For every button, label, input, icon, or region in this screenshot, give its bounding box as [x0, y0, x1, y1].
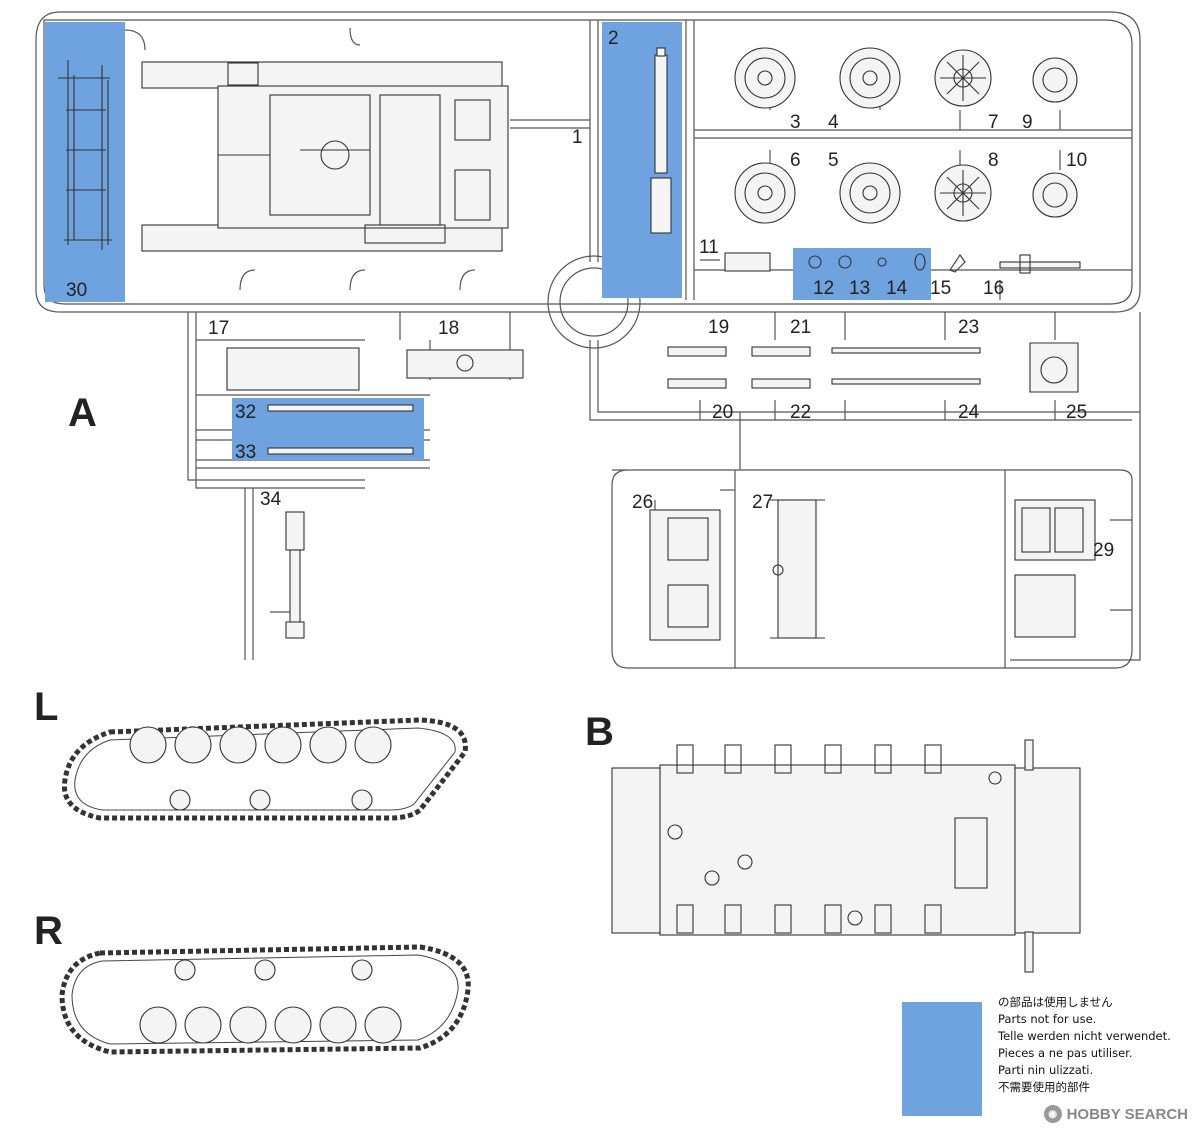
sprue-letter-a: A: [68, 391, 97, 435]
sprue-letter-r: R: [34, 909, 63, 953]
legend-line-de: Telle werden nicht verwendet.: [998, 1029, 1171, 1043]
sprue-letter-l: L: [34, 685, 58, 729]
part-label: 34: [260, 489, 282, 510]
unused-region-12-14: [793, 248, 931, 300]
part-label: 27: [752, 492, 773, 513]
track-right: [59, 944, 471, 1055]
legend-line-ja: の部品は使用しません: [998, 995, 1113, 1009]
part-label: 30: [66, 280, 87, 301]
part-label: 11: [699, 237, 719, 258]
legend-line-fr: Pieces a ne pas utiliser.: [998, 1046, 1133, 1060]
wheels-row-bottom: [734, 162, 1078, 224]
legend-text: の部品は使用しません Parts not for use. Telle werd…: [998, 994, 1190, 1096]
part-label: 16: [983, 278, 1004, 299]
part-label: 22: [790, 402, 811, 423]
part-label: 18: [438, 318, 459, 339]
sprue-letters: A L R B: [34, 391, 614, 953]
sprue-letter-b: B: [585, 710, 614, 754]
part-label: 29: [1093, 540, 1114, 561]
part-29: [1014, 499, 1096, 638]
unused-region-2: [602, 22, 682, 298]
part-25: [1029, 342, 1079, 393]
legend: の部品は使用しません Parts not for use. Telle werd…: [902, 994, 1192, 1124]
watermark: ◉ HOBBY SEARCH: [1043, 1102, 1188, 1126]
part-label: 20: [712, 402, 733, 423]
part-32: [267, 404, 414, 412]
lower-hull-b: [611, 739, 1081, 973]
legend-line-it: Parti nin ulizzati.: [998, 1063, 1094, 1077]
part-number-labels: 1 2 3 4 7 9 6 5 8 10 11 12 13 14 15 16 3…: [66, 28, 1114, 561]
part-label: 7: [988, 112, 999, 133]
part-label: 23: [958, 317, 979, 338]
robot-icon: ◉: [1043, 1105, 1062, 1123]
part-label: 13: [849, 278, 870, 299]
part-label: 5: [828, 150, 839, 171]
part-label: 19: [708, 317, 729, 338]
part-18: [406, 349, 524, 379]
legend-line-zh: 不需要使用的部件: [998, 1080, 1090, 1094]
part-label: 4: [828, 112, 839, 133]
part-label: 12: [813, 278, 834, 299]
part-label: 24: [958, 402, 980, 423]
part-label: 32: [235, 402, 256, 423]
part-27: [770, 499, 825, 639]
part-label: 1: [572, 127, 583, 148]
part-33: [267, 447, 414, 455]
part-label: 15: [930, 278, 951, 299]
part-label: 6: [790, 150, 801, 171]
legend-swatch: [902, 1002, 982, 1116]
part-17: [226, 347, 360, 391]
part-2-barrel: [650, 47, 672, 234]
part-label: 3: [790, 112, 801, 133]
part-label: 25: [1066, 402, 1087, 423]
part-label: 9: [1022, 112, 1033, 133]
legend-line-en: Parts not for use.: [998, 1012, 1097, 1026]
part-label: 8: [988, 150, 999, 171]
part-label: 17: [208, 318, 229, 339]
unused-region-30: [45, 22, 125, 302]
wheels-row-top: [734, 47, 1078, 109]
part-label: 2: [608, 28, 619, 49]
part-label: 33: [235, 442, 256, 463]
part-label: 26: [632, 492, 653, 513]
track-left: [61, 717, 468, 821]
sprue-a-frame: [35, 11, 1141, 669]
small-parts-11-16: [724, 252, 1081, 274]
part-26: [649, 509, 721, 641]
part-1-upper-hull: [141, 61, 509, 252]
watermark-text: HOBBY SEARCH: [1066, 1105, 1188, 1123]
part-34: [285, 511, 305, 639]
part-label: 21: [790, 317, 811, 338]
part-label: 10: [1066, 150, 1087, 171]
parts-19-24: [667, 346, 981, 389]
part-label: 14: [886, 278, 908, 299]
part-30-drawing: [58, 60, 112, 250]
